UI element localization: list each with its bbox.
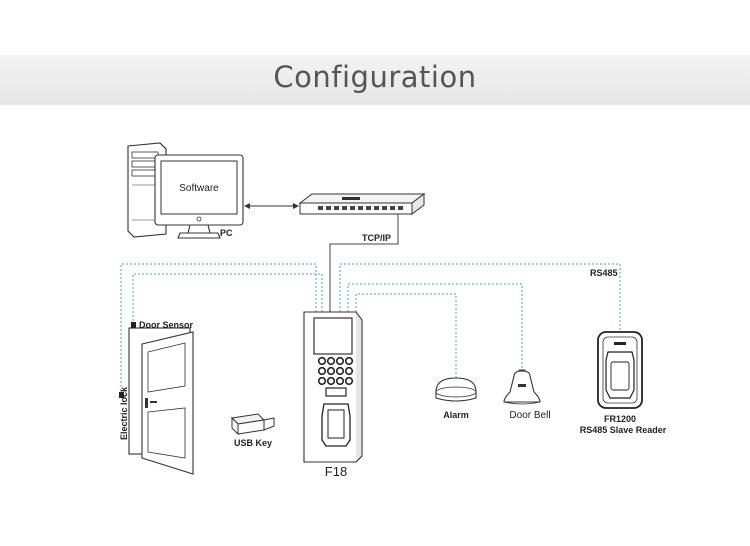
door-bell-wire: [347, 283, 523, 370]
alarm-label: Alarm: [443, 410, 469, 420]
pc-screen-label: Software: [179, 183, 219, 194]
page-title: Configuration: [273, 60, 477, 94]
pc-hub-link: [244, 203, 299, 209]
rs485-wire: [339, 263, 621, 332]
pc-label: PC: [220, 228, 233, 238]
door-sensor-label: Door Sensor: [139, 320, 194, 330]
electric-lock-label: Electric lock: [119, 386, 129, 440]
f18-label: F18: [325, 464, 347, 479]
title-banner: [0, 55, 750, 105]
tcpip-label: TCP/IP: [362, 233, 391, 243]
tcpip-wire: [329, 214, 399, 312]
usb-key-label: USB Key: [234, 438, 272, 448]
electric-lock-wire: [120, 263, 317, 394]
door-bell-label: Door Bell: [509, 410, 550, 421]
reader-description-label: RS485 Slave Reader: [580, 425, 667, 435]
fr1200-reader-icon: [597, 331, 643, 409]
network-hub-icon: [298, 193, 426, 215]
usb-key-icon: [230, 413, 275, 436]
door-sensor-wire: [132, 273, 323, 322]
rs485-label: RS485: [590, 268, 618, 278]
door-bell-icon: [503, 369, 541, 405]
alarm-wire: [355, 293, 457, 380]
door-icon: [119, 322, 194, 475]
f18-device-icon: [303, 311, 363, 463]
monitor-icon: [154, 154, 244, 239]
alarm-icon: [435, 377, 477, 402]
reader-model-label: FR1200: [604, 414, 636, 424]
